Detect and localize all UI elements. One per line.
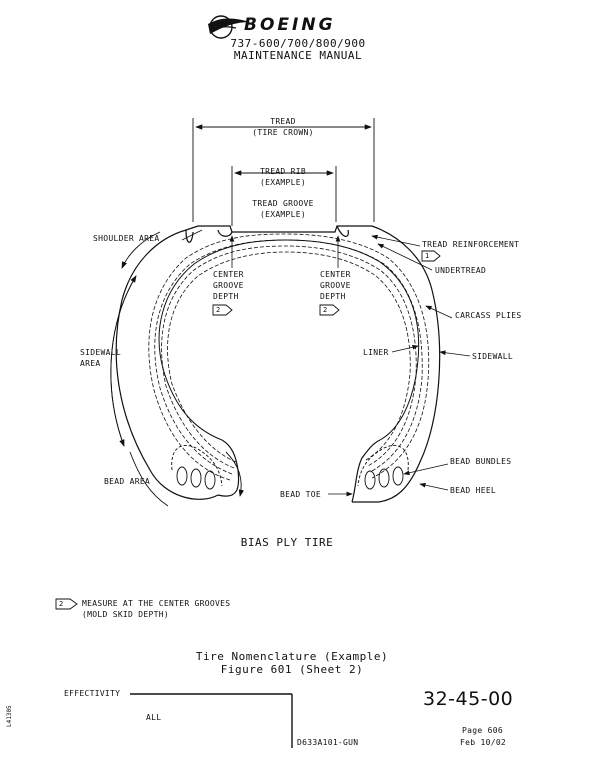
label-tread-groove-example: (EXAMPLE) [259,210,307,219]
note-flag-2a [212,304,233,316]
label-tire-crown: (TIRE CROWN) [252,128,314,137]
label-note-2b: 2 [323,306,328,314]
side-code: L41305 [6,705,13,727]
note-flag-1 [421,250,441,262]
label-bead-heel: BEAD HEEL [450,486,497,495]
bead-bundles-left [171,445,223,490]
label-tread-rib: TREAD RIB [259,167,307,176]
label-sidewall: SIDEWALL [472,352,513,361]
label-note-1: 1 [425,252,430,260]
note-legend-number: 2 [59,600,64,608]
page-date: Feb 10/02 [460,738,507,747]
document-id: D633A101-GUN [297,738,359,747]
label-center-groove-right-1: CENTER [320,270,351,279]
label-center-groove-right-3: DEPTH [320,292,346,301]
carcass-plies [148,233,430,481]
figure-number: Figure 601 (Sheet 2) [220,663,364,676]
label-sidewall-area-2: AREA [80,359,101,368]
label-shoulder-area: SHOULDER AREA [93,234,160,243]
label-tread: TREAD [270,117,296,126]
label-center-groove-left-2: GROOVE [213,281,244,290]
footer-rules [130,693,293,748]
note-flags [55,250,441,610]
area-arcs [110,231,244,507]
page-number: Page 606 [462,726,503,735]
brand-wordmark: BOEING [244,15,336,35]
note-legend-line2: (MOLD SKID DEPTH) [82,610,169,619]
label-center-groove-right-2: GROOVE [320,281,351,290]
label-sidewall-area-1: SIDEWALL [80,348,121,357]
bead-bundles-right [357,445,409,490]
manual-title: MAINTENANCE MANUAL [233,49,363,62]
leader-lines [181,229,471,497]
tread-rib-dimension [231,166,337,226]
tread-dimension [192,118,375,222]
label-tread-groove: TREAD GROOVE [252,199,314,208]
diagram-title: BIAS PLY TIRE [240,536,334,549]
label-undertread: UNDERTREAD [435,266,487,275]
label-bead-area: BEAD AREA [104,477,151,486]
label-bead-bundles: BEAD BUNDLES [450,457,512,466]
note-flag-2b [319,304,340,316]
label-bead-toe: BEAD TOE [280,490,321,499]
label-center-groove-left-1: CENTER [213,270,244,279]
label-tread-rib-example: (EXAMPLE) [259,178,307,187]
note-flag-legend [55,598,78,610]
note-legend-line1: MEASURE AT THE CENTER GROOVES [82,599,231,608]
effectivity-value: ALL [146,713,162,722]
figure-title: Tire Nomenclature (Example) [195,650,389,663]
aircraft-models: 737-600/700/800/900 [230,37,366,50]
label-tread-reinforcement: TREAD REINFORCEMENT [422,240,520,249]
label-liner: LINER [363,348,389,357]
label-center-groove-left-3: DEPTH [213,292,239,301]
label-note-2a: 2 [216,306,221,314]
chapter-number: 32-45-00 [423,688,514,710]
label-carcass-plies: CARCASS PLIES [455,311,522,320]
effectivity-label: EFFECTIVITY [64,689,121,698]
tire-cross-section [115,225,441,503]
